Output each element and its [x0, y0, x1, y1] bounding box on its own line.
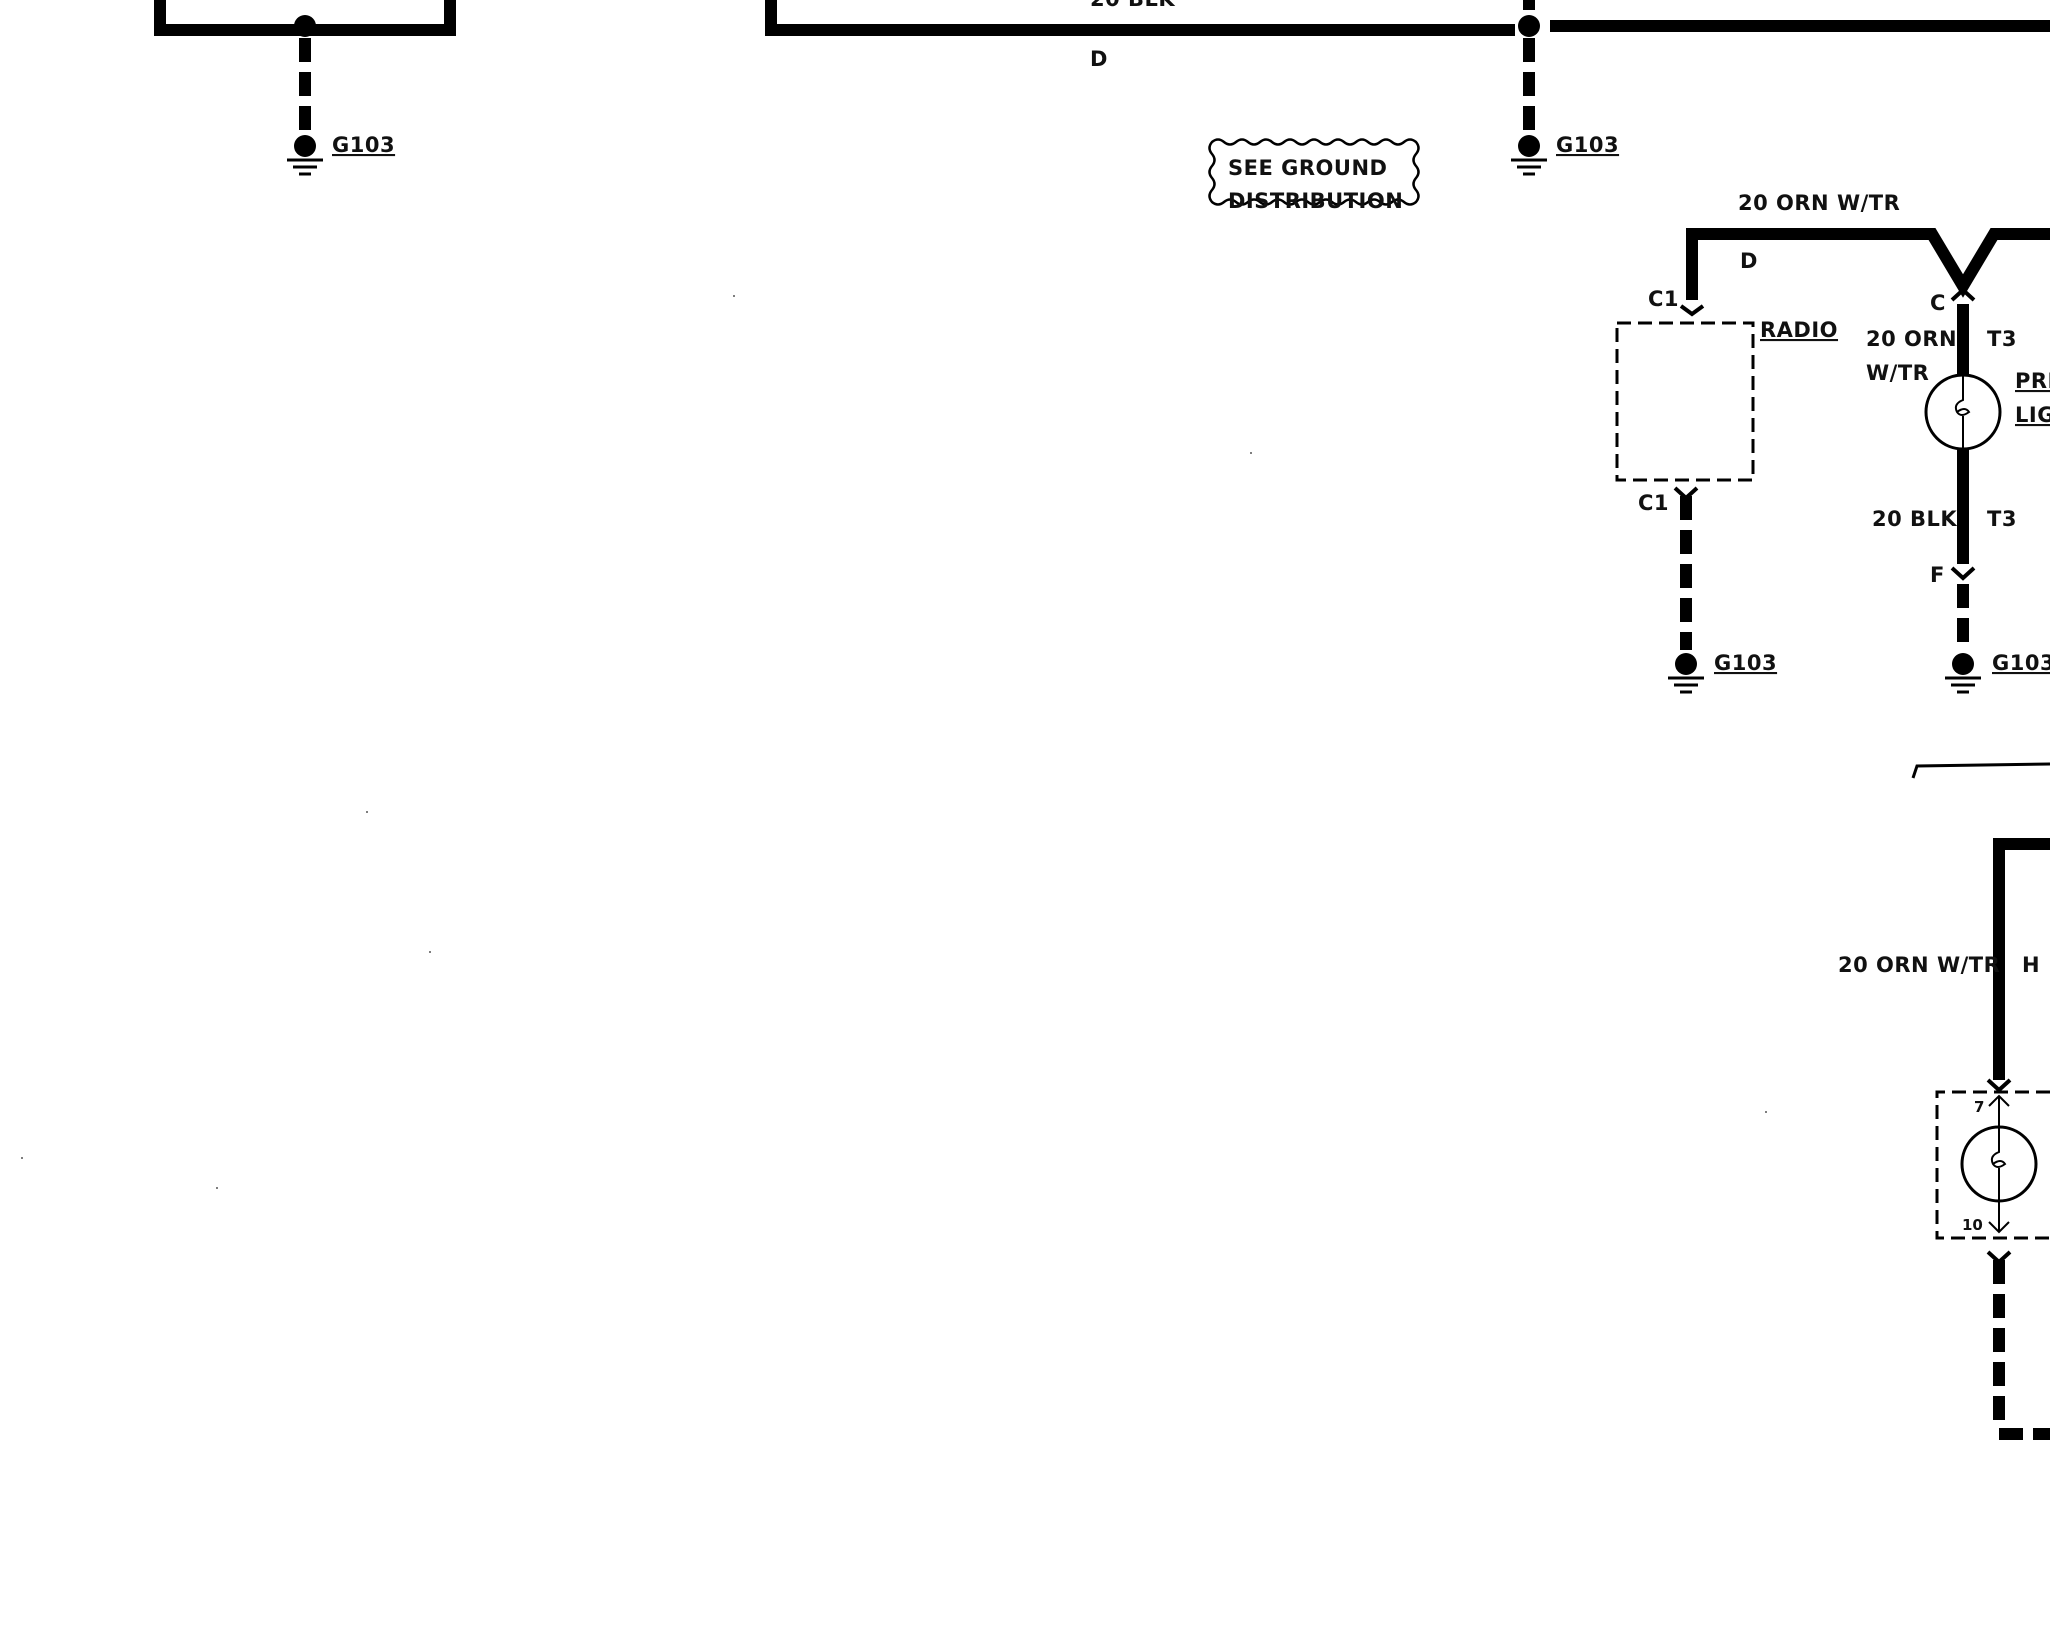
top-mid-splice — [1518, 15, 1540, 37]
conn-label-t3: T3 — [1987, 327, 2017, 351]
lamp-box — [1935, 1090, 2050, 1240]
wire-label-cut: 20 BLK — [1090, 0, 1175, 11]
conn-label-c: C — [1930, 291, 1946, 315]
lower-orn-wire — [1993, 838, 2050, 1080]
wire-label-orn-wtr: 20 ORN W/TR — [1838, 953, 2000, 977]
top-bus-wire — [765, 0, 1515, 36]
top-left-splice — [294, 15, 316, 37]
bracket-line — [1911, 762, 2050, 779]
ground-symbol-icon — [1511, 135, 1547, 176]
connector-icon — [1679, 304, 1705, 317]
conn-label-c1: C1 — [1638, 491, 1669, 515]
arrow-down-icon — [1988, 1221, 2010, 1234]
connector-icon — [1950, 566, 1976, 581]
conn-label-h: H — [2022, 953, 2040, 977]
conn-label-d: D — [1740, 249, 1758, 273]
radio-box — [1615, 321, 1755, 482]
pri-light-branch: C 20 ORN W/TR T3 PRI LIG 20 BLK T3 F G10… — [1866, 287, 2050, 694]
wire-label-orn: 20 ORN — [1866, 327, 1957, 351]
pin-label-7: 7 — [1974, 1098, 1984, 1116]
note-line-1: SEE GROUND — [1228, 156, 1387, 180]
radio-label: RADIO — [1760, 318, 1838, 342]
note-line-2: DISTRIBUTION — [1228, 189, 1403, 213]
radio-component: C1 RADIO C1 G103 — [1615, 287, 1838, 694]
wire-label-wtr: W/TR — [1866, 361, 1929, 385]
orn-wire-top — [1686, 228, 2050, 300]
conn-label-d: D — [1090, 47, 1108, 71]
connector-icon — [1986, 1078, 2012, 1093]
ground-label-g103: G103 — [1992, 651, 2050, 675]
orn-branch: 20 ORN W/TR D — [1686, 191, 2050, 300]
conn-label-c1: C1 — [1648, 287, 1679, 311]
pin-label-10: 10 — [1962, 1216, 1983, 1234]
ground-label-g103: G103 — [1714, 651, 1777, 675]
wire-label-orn-wtr: 20 ORN W/TR — [1738, 191, 1900, 215]
bulb-icon — [1960, 1125, 2038, 1203]
component-label-lig: LIG — [2015, 403, 2050, 427]
ground-symbol-icon — [1668, 653, 1704, 694]
lower-lamp-circuit: 20 ORN W/TR H 7 10 — [1838, 838, 2050, 1440]
conn-label-t3: T3 — [1987, 507, 2017, 531]
connector-icon — [1950, 287, 1976, 302]
component-label-pri: PRI — [2015, 369, 2050, 393]
ground-symbol-icon — [1945, 653, 1981, 694]
ground-label-g103: G103 — [1556, 133, 1619, 157]
ground-symbol-icon — [287, 135, 323, 176]
bulb-icon — [1924, 373, 2002, 451]
top-middle-bus: 20 BLK D G103 — [765, 0, 2050, 176]
see-ground-distribution-note: SEE GROUND DISTRIBUTION — [1208, 138, 1420, 213]
wire-label-blk: 20 BLK — [1872, 507, 1957, 531]
top-left-ground-assembly: G103 — [154, 0, 456, 176]
conn-label-f: F — [1930, 563, 1945, 587]
ground-label-g103: G103 — [332, 133, 395, 157]
